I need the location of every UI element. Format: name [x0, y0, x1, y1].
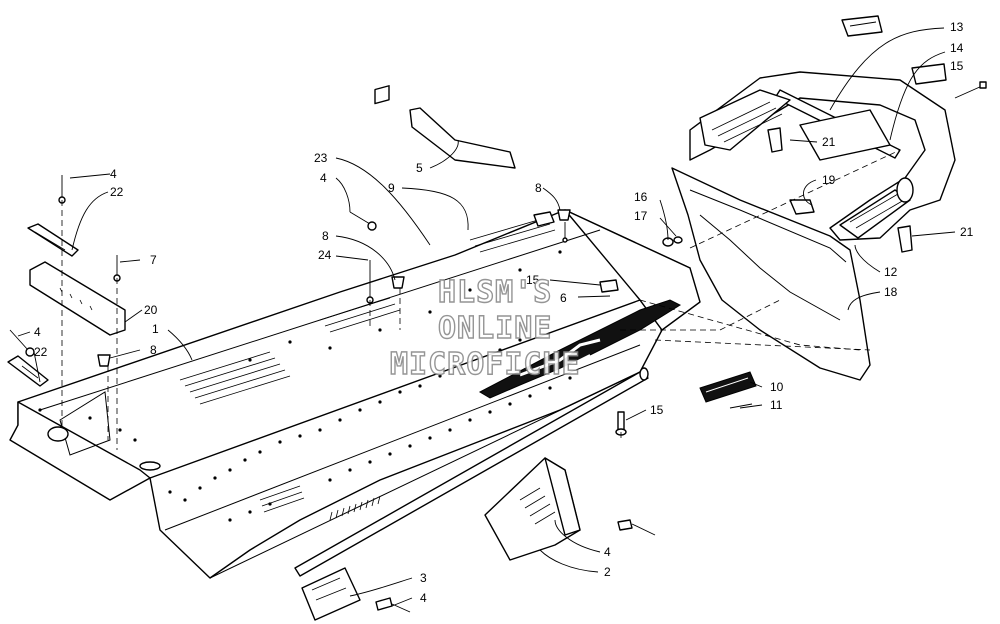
callout-14: 14 [950, 41, 964, 55]
strap-part [7, 223, 79, 387]
callout-12: 12 [884, 265, 898, 279]
callout-2: 2 [604, 565, 611, 579]
callout-3: 3 [420, 571, 427, 585]
callout-18: 18 [884, 285, 898, 299]
callout-4: 4 [110, 167, 117, 181]
reflector-part [699, 371, 757, 403]
callout-4: 4 [604, 545, 611, 559]
callout-15: 15 [650, 403, 664, 417]
rear-bumper-part [689, 71, 956, 241]
callout-24: 24 [318, 248, 332, 262]
callout-6: 6 [560, 291, 567, 305]
callout-13: 13 [950, 20, 964, 34]
rear-flap-part [671, 167, 871, 381]
tunnel-part [9, 209, 701, 579]
callout-16: 16 [634, 190, 648, 204]
rivet-part [617, 519, 656, 536]
callout-17: 17 [634, 209, 648, 223]
callout-4: 4 [320, 171, 327, 185]
callout-labels: 13 14 15 21 19 21 16 17 12 18 15 6 10 11… [34, 20, 974, 605]
clip-part [789, 199, 815, 215]
bolt-part [599, 279, 619, 293]
callout-leaders [17, 27, 956, 607]
nut-part [673, 236, 683, 244]
callout-22: 22 [34, 345, 48, 359]
callout-8: 8 [535, 181, 542, 195]
callout-9: 9 [388, 181, 395, 195]
lower-bracket-part [484, 457, 581, 561]
flap-part [409, 107, 516, 169]
callout-23: 23 [314, 151, 328, 165]
callout-15: 15 [950, 59, 964, 73]
callout-20: 20 [144, 303, 158, 317]
callout-1: 1 [152, 322, 159, 336]
bolt-part [615, 411, 627, 436]
callout-21: 21 [822, 135, 836, 149]
callout-11: 11 [770, 398, 783, 412]
watermark: HLSM'S ONLINE MICROFICHE [389, 274, 581, 382]
watermark-line-1: HLSM'S [438, 275, 552, 310]
watermark-line-3: MICROFICHE [390, 347, 581, 382]
screw-part [729, 403, 753, 409]
construction-lines [61, 149, 901, 450]
decal-part [841, 15, 947, 85]
callout-4: 4 [34, 325, 41, 339]
callout-21: 21 [960, 225, 974, 239]
decal-part [374, 85, 390, 105]
callout-4: 4 [420, 591, 427, 605]
callout-19: 19 [822, 173, 836, 187]
bracket-part [29, 261, 126, 336]
callout-7: 7 [150, 253, 157, 267]
callout-5: 5 [416, 161, 423, 175]
callout-8: 8 [150, 343, 157, 357]
watermark-line-2: ONLINE [438, 311, 552, 346]
callout-15: 15 [526, 273, 540, 287]
callout-22: 22 [110, 185, 124, 199]
side-rail [294, 367, 649, 577]
callout-10: 10 [770, 380, 784, 394]
callout-8: 8 [322, 229, 329, 243]
decal-stripe [478, 299, 682, 399]
clip-part [767, 127, 913, 253]
bolt-part [954, 81, 987, 99]
plate-part [301, 567, 411, 621]
